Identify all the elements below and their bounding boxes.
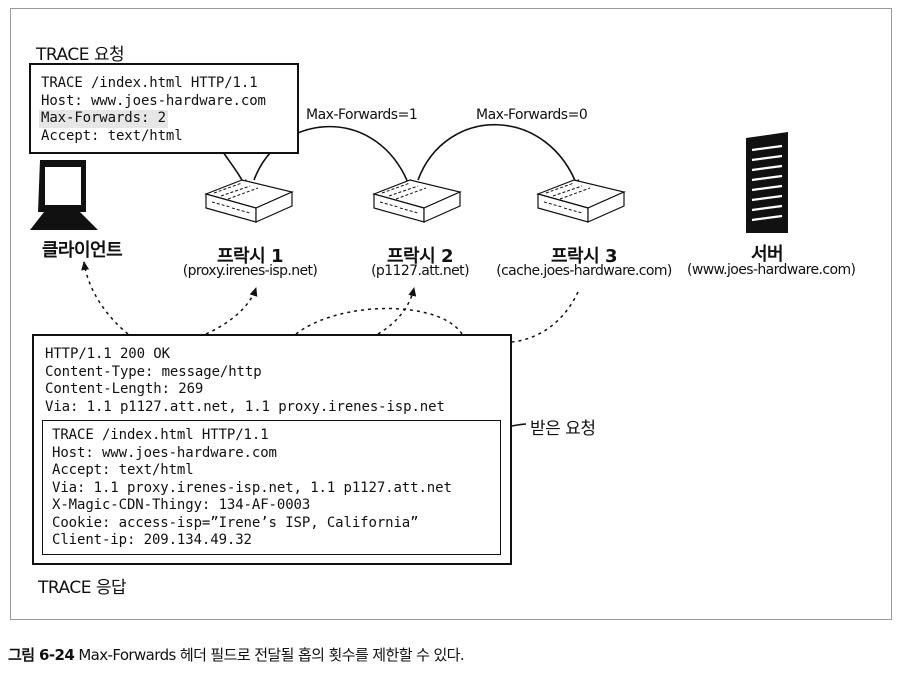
response-arrow-proxy1-up — [205, 287, 258, 335]
client-label: 클라이언트 — [41, 240, 123, 261]
echo-line: TRACE /index.html HTTP/1.1 — [52, 427, 269, 443]
echo-line: Host: www.joes-hardware.com — [52, 444, 277, 461]
echo-line: Client-ip: 209.134.49.32 — [52, 532, 252, 548]
response-header-line: HTTP/1.1 200 OK — [45, 346, 170, 362]
proxy3-host: (cache.joes-hardware.com) — [496, 263, 672, 279]
figure-caption-text: Max-Forwards 헤더 필드로 전달될 홉의 횟수를 제한할 수 있다. — [74, 646, 465, 664]
response-box: HTTP/1.1 200 OK Content-Type: message/ht… — [32, 334, 512, 565]
request-box: TRACE /index.html HTTP/1.1 Host: www.joe… — [29, 63, 299, 154]
request-line: Host: www.joes-hardware.com — [41, 92, 266, 109]
echo-request-box: TRACE /index.html HTTP/1.1 Host: www.joe… — [42, 420, 501, 555]
response-header-line: Via: 1.1 p1127.att.net, 1.1 proxy.irenes… — [45, 398, 445, 415]
figure-number: 그림 6-24 — [8, 646, 75, 664]
response-arrow-proxy1-to-client — [81, 261, 129, 335]
proxy3-label: 프락시 3 — [551, 246, 617, 267]
echo-line: Accept: text/html — [52, 462, 194, 478]
figure-caption: 그림 6-24 Max-Forwards 헤더 필드로 전달될 홉의 횟수를 제… — [8, 644, 465, 665]
request-line: Accept: text/html — [41, 127, 183, 144]
request-line-max-forwards: Max-Forwards: 2 — [39, 110, 168, 128]
response-arrow-proxy2-up — [377, 287, 417, 335]
response-arrow-proxy2-to-proxy1 — [295, 307, 463, 335]
router-icon-proxy1 — [205, 179, 293, 223]
router-icon-proxy3 — [537, 179, 625, 223]
server-host: (www.joes-hardware.com) — [687, 262, 856, 278]
request-title: TRACE 요청 — [36, 45, 125, 65]
proxy2-label: 프락시 2 — [387, 246, 453, 267]
hop-label-first: Max-Forwards=1 — [306, 107, 418, 123]
hop-label-second: Max-Forwards=0 — [476, 107, 588, 123]
proxy2-host: (p1127.att.net) — [371, 263, 469, 279]
server-label: 서버 — [750, 244, 784, 265]
response-arrow-proxy3-to-proxy2 — [511, 291, 579, 343]
echo-line: Cookie: access-isp=”Irene’s ISP, Califor… — [52, 514, 419, 531]
echo-line: X-Magic-CDN-Thingy: 134-AF-0003 — [52, 497, 311, 513]
proxy1-label: 프락시 1 — [217, 246, 283, 267]
computer-icon — [30, 160, 98, 230]
server-icon — [746, 132, 788, 233]
response-header-line: Content-Length: 269 — [45, 381, 204, 397]
request-arrow-proxy2-to-proxy3 — [417, 123, 580, 189]
figure-frame — [10, 8, 892, 620]
request-line: TRACE /index.html HTTP/1.1 — [41, 75, 258, 91]
response-title: TRACE 응답 — [38, 578, 127, 598]
echo-label: 받은 요청 — [530, 419, 596, 439]
proxy1-host: (proxy.irenes-isp.net) — [182, 263, 318, 279]
echo-line: Via: 1.1 proxy.irenes-isp.net, 1.1 p1127… — [52, 479, 452, 496]
request-arrow-proxy1-to-proxy2 — [253, 125, 412, 189]
router-icon-proxy2 — [373, 179, 461, 223]
response-header-line: Content-Type: message/http — [45, 363, 262, 380]
